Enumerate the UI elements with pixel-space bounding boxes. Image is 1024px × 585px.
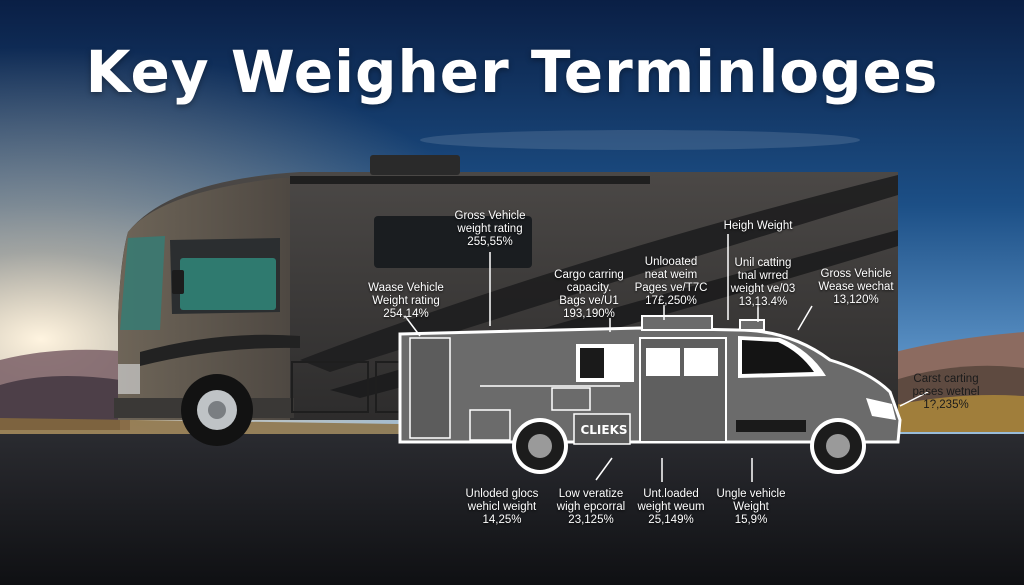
label-line: Cargo carring [554,269,624,281]
label-line: 14,25% [482,514,522,526]
label-line: weight rating [457,223,523,235]
label-line: Ungle vehicle [716,488,786,500]
label-line: Weight rating [372,295,440,307]
van-badge: CLIEKS [580,423,628,437]
label-line: 254,14% [383,308,429,320]
label-unlooated-neat-weim: Unlooated neat weim Pages ve/T7C 17£,250… [628,256,714,308]
label-line: 15,9% [734,514,768,526]
label-line: 13,120% [833,294,879,306]
label-line: Low veratize [558,488,624,500]
label-line: wehicl weight [467,501,537,513]
label-line: Heigh Weight [723,220,793,232]
label-line: 13,13.4% [738,296,788,308]
label-line: Gross Vehicle [820,268,892,280]
label-ungle-vehicle: Ungle vehicle Weight 15,9% [710,488,792,527]
label-line: Weight [733,501,769,513]
label-unt-loaded: Unt.loaded weight weum 25,149% [630,488,712,527]
label-line: 1?,235% [923,399,969,411]
label-line: Unlooated [644,256,698,268]
cutaway-van [398,315,902,474]
label-unil-catting: Unil catting tnal wrred weight ve/03 13,… [722,257,804,309]
label-line: weight weum [637,501,705,513]
label-line: Wease wechat [818,281,894,293]
label-line: weight ve/03 [730,283,796,295]
label-line: tnal wrred [737,270,789,282]
label-low-veratize: Low veratize wigh epcorral 23,125% [550,488,632,527]
label-line: 193,190% [563,308,615,320]
page-title: Key Weigher Terminloges [85,38,939,106]
label-waase-vehicle-weight-rating: Waase Vehicle Weight rating 254,14% [358,282,454,321]
label-line: 23,125% [568,514,614,526]
label-unloded-glocs: Unloded glocs wehicl weight 14,25% [452,488,552,527]
label-cargo-carring-capacity: Cargo carring capacity. Bags ve/U1 193,1… [548,269,630,321]
label-line: 25,149% [648,514,694,526]
label-gross-vehicle-wease: Gross Vehicle Wease wechat 13,120% [808,268,904,307]
label-line: Gross Vehicle [454,210,526,222]
label-line: Unil catting [734,257,792,269]
label-line: Carst carting [913,373,979,385]
label-line: wigh epcorral [556,501,626,513]
label-line: Unt.loaded [643,488,699,500]
label-carst-carting: Carst carting pases wetnel 1?,235% [898,373,994,412]
label-line: pases wetnel [912,386,980,398]
label-line: neat weim [644,269,698,281]
motorhome [114,155,898,446]
label-line: Waase Vehicle [368,282,444,294]
callout-lines [404,234,929,482]
label-line: capacity. [566,282,612,294]
label-gross-vehicle-weight-rating: Gross Vehicle weight rating 255,55% [442,210,538,249]
label-line: 17£,250% [645,295,697,307]
label-line: Unloded glocs [465,488,539,500]
label-heigh-weight: Heigh Weight [712,220,804,233]
label-line: Bags ve/U1 [559,295,619,307]
label-line: 255,55% [467,236,513,248]
label-line: Pages ve/T7C [634,282,708,294]
